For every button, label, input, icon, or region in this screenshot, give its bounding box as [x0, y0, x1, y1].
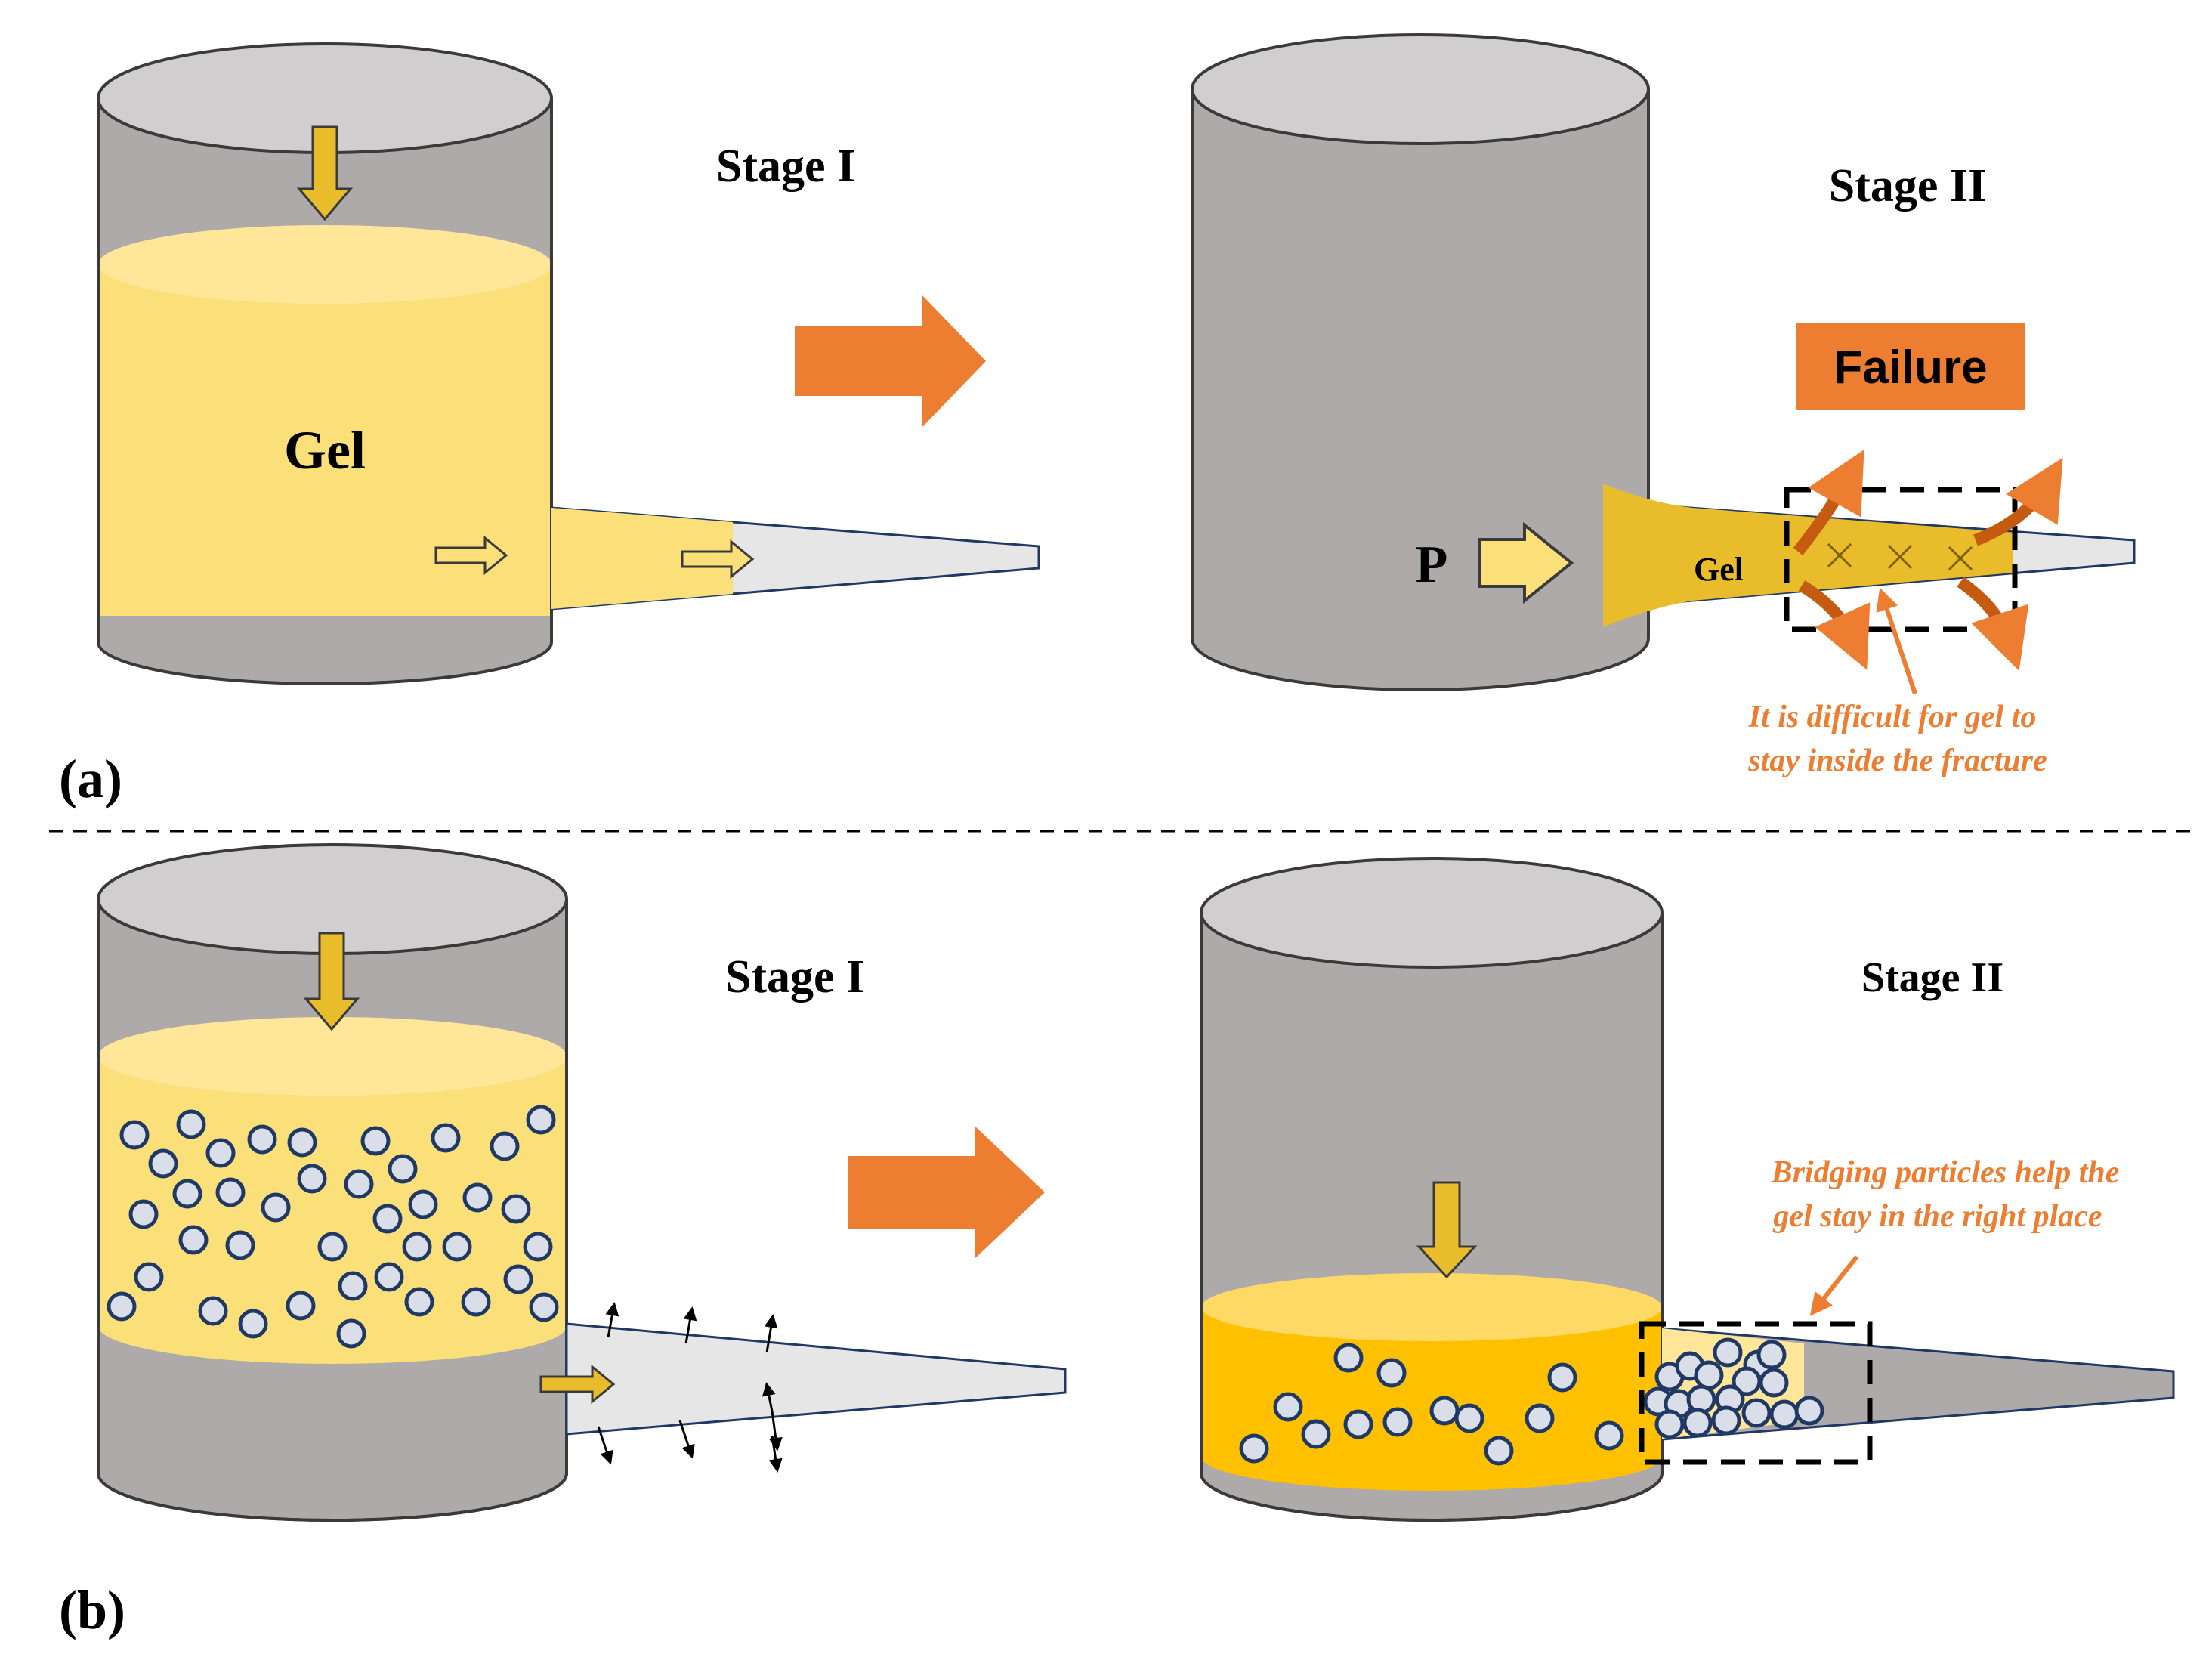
- panel-b-stage1-particles: [107, 1105, 559, 1349]
- panel-b-leakoff-arrows: [597, 1302, 783, 1473]
- panel-b-stage2-cylinder: [1200, 857, 1664, 1522]
- panel-b-note-pointer: [1809, 1255, 1859, 1316]
- panel-b-stage2-particles: [1239, 1337, 1824, 1466]
- panel-a: Gel Stage I P: [59, 33, 2136, 809]
- panel-a-gel-label: Gel: [284, 420, 366, 481]
- panel-b-stage1-flow-arrows: [303, 932, 616, 1405]
- panel-a-pressure-arrow: [1478, 521, 1574, 604]
- panel-a-failure-badge: [1796, 323, 2025, 410]
- panel-a-failure-zone-box: [1784, 487, 2018, 632]
- panel-a-transition-arrow: [795, 295, 986, 428]
- panel-a-fracture-weak-points: [1827, 543, 1973, 571]
- panel-a-note-line2: stay inside the fracture: [1747, 743, 2047, 778]
- panel-a-fracture-gel-label: Gel: [1694, 551, 1744, 588]
- panel-b: Stage I: [59, 843, 2175, 1640]
- panel-a-stage1-title: Stage I: [716, 141, 855, 192]
- panel-a-leakage-arrows: [1793, 450, 2063, 671]
- panel-b-stage1-fracture: [565, 1322, 1067, 1436]
- panel-a-note-pointer: [1876, 587, 1917, 694]
- panel-b-note-line2: gel stay in the right place: [1772, 1199, 2102, 1234]
- panel-a-pressure-label: P: [1416, 536, 1448, 594]
- panel-b-label: (b): [59, 1580, 125, 1640]
- panel-a-stage2-title: Stage II: [1829, 160, 1986, 212]
- panel-a-failure-label: Failure: [1834, 342, 1987, 394]
- panel-b-stage2-down-arrow: [1416, 1181, 1478, 1279]
- panel-a-stage2-fracture: [1603, 484, 2136, 627]
- panel-b-stage2-title: Stage II: [1861, 954, 2003, 1001]
- panel-a-note-line1: It is difficult for gel to: [1748, 700, 2037, 734]
- panel-a-stage1-flow-arrows: [296, 125, 755, 580]
- panel-b-note-line1: Bridging particles help the: [1771, 1155, 2120, 1190]
- panel-a-stage1-fracture: [550, 506, 1040, 611]
- panel-b-bridging-zone-box: [1639, 1321, 1873, 1465]
- panel-a-label: (a): [59, 749, 122, 809]
- panel-b-transition-arrow: [848, 1126, 1045, 1259]
- panel-b-stage1-title: Stage I: [725, 951, 864, 1003]
